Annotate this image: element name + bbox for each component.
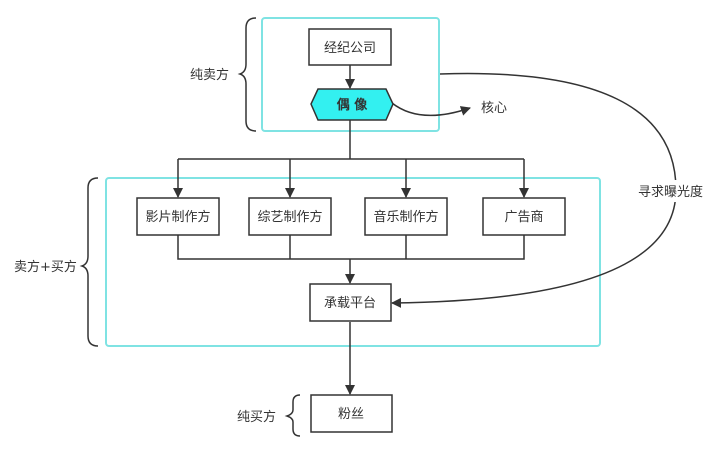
node-fans[interactable]: 粉丝 bbox=[310, 394, 393, 433]
edge-label-core: 核心 bbox=[481, 101, 507, 116]
node-platform[interactable]: 承载平台 bbox=[309, 283, 392, 322]
node-music[interactable]: 音乐制作方 bbox=[364, 197, 448, 236]
node-variety-label: 综艺制作方 bbox=[257, 209, 322, 225]
node-music-label: 音乐制作方 bbox=[373, 209, 438, 225]
edge-exposure bbox=[391, 72, 677, 308]
brace-bottom bbox=[284, 394, 301, 437]
exposure-label-bg bbox=[634, 180, 714, 202]
node-idol-label: 偶 像 bbox=[337, 97, 369, 113]
group-label-bottom: 纯买方 bbox=[237, 409, 276, 425]
edge-collect-bar bbox=[177, 235, 525, 260]
node-advertiser[interactable]: 广告商 bbox=[482, 197, 566, 236]
node-platform-label: 承载平台 bbox=[324, 296, 376, 311]
node-agency[interactable]: 经纪公司 bbox=[308, 28, 392, 66]
group-label-top: 纯卖方 bbox=[190, 67, 229, 83]
node-film-label: 影片制作方 bbox=[145, 209, 210, 225]
node-idol[interactable]: 偶 像 bbox=[310, 88, 394, 121]
group-box-middle bbox=[105, 177, 601, 347]
edge-idol-core bbox=[391, 102, 471, 117]
node-agency-label: 经纪公司 bbox=[324, 41, 376, 56]
brace-middle bbox=[79, 177, 99, 347]
node-advertiser-label: 广告商 bbox=[504, 210, 543, 225]
node-variety[interactable]: 综艺制作方 bbox=[248, 197, 332, 236]
brace-top bbox=[237, 17, 257, 132]
node-film[interactable]: 影片制作方 bbox=[136, 197, 220, 236]
edge-label-exposure: 寻求曝光度 bbox=[638, 184, 703, 200]
group-label-middle: 卖方+买方 bbox=[14, 259, 77, 275]
node-fans-label: 粉丝 bbox=[338, 407, 364, 422]
